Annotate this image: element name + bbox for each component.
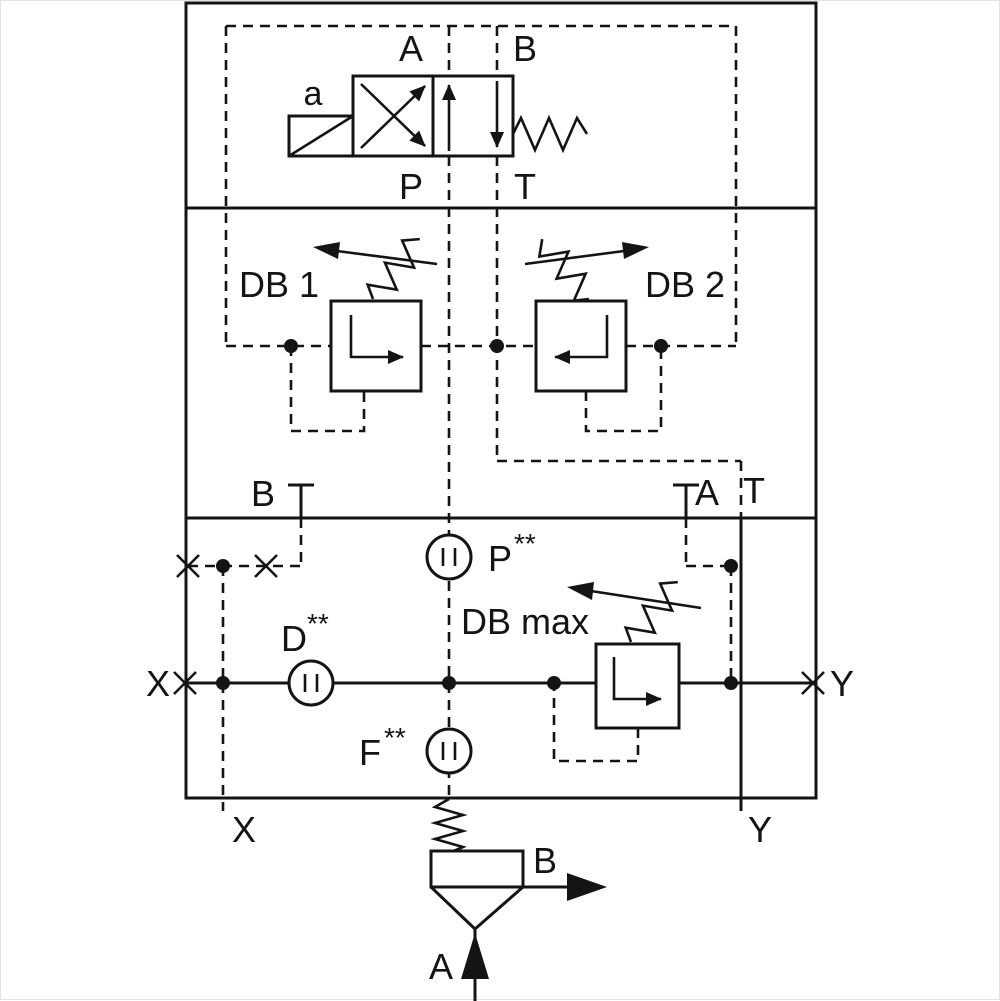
measuring-point-d (287, 659, 335, 707)
port-t-label: T (743, 470, 765, 511)
measuring-d-label: D (281, 618, 307, 659)
measuring-f-label: F (359, 732, 381, 773)
db1-spring-icon (365, 237, 420, 300)
valve-spring-icon (511, 114, 589, 154)
measuring-point-p (425, 533, 473, 581)
dbmax-flow-arrow (612, 657, 662, 706)
solenoid-icon (287, 114, 355, 158)
pilot-port-a-label: A (399, 28, 423, 69)
main-cartridge-symbol (429, 797, 607, 1001)
pilot-valve-symbol (287, 74, 589, 158)
pilot-y-side-label: Y (830, 663, 854, 704)
pilot-x-bottom-label: X (232, 809, 256, 850)
interface-port-ticks (288, 483, 699, 518)
measuring-p-label: P (488, 538, 512, 579)
plug-cross-icon (801, 671, 825, 695)
measuring-f-stars: ** (384, 722, 406, 753)
relief-valve-db2 (524, 238, 649, 393)
db2-label: DB 2 (645, 264, 725, 305)
pilot-lines (188, 156, 743, 811)
flow-arrow-b (567, 873, 607, 901)
port-b-label: B (251, 473, 275, 514)
db2-flow-arrow (554, 315, 609, 364)
labels: a A B P T DB 1 DB 2 DB max B A T P ** D … (146, 28, 854, 987)
dbmax-adjust-arrow (590, 589, 702, 610)
measuring-d-stars: ** (307, 608, 329, 639)
db2-spring-icon (537, 238, 590, 303)
flow-arrow-a (461, 933, 489, 979)
port-a-label: A (695, 472, 719, 513)
crossed-flow-arrow (360, 83, 426, 147)
cartridge-spring-icon (430, 797, 468, 855)
measuring-p-stars: ** (514, 528, 536, 559)
pilot-envelope (224, 24, 738, 346)
db1-flow-arrow (349, 315, 404, 364)
plug-cross-icon (254, 554, 278, 578)
relief-valve-db1 (313, 237, 438, 393)
pilot-port-b-label: B (513, 28, 537, 69)
relief-sandwich-block (184, 206, 818, 520)
plugged-port-icons (173, 554, 825, 695)
db2-adjust-arrow (524, 249, 625, 266)
pilot-port-t-label: T (514, 166, 536, 207)
relief-valve-dbmax (567, 580, 702, 730)
crossed-flow-arrow (360, 85, 426, 149)
junction-dots (216, 339, 738, 690)
pilot-port-p-label: P (399, 166, 423, 207)
solenoid-label: a (304, 75, 323, 113)
dbmax-label: DB max (461, 601, 589, 642)
dbmax-spring-icon (623, 580, 678, 643)
pilot-y-bottom-label: Y (748, 809, 772, 850)
cartridge-a-label: A (429, 946, 453, 987)
valve-blocks (184, 1, 818, 800)
plug-cross-icon (176, 554, 200, 578)
pilot-x-side-label: X (146, 663, 170, 704)
main-valve-block (184, 516, 818, 800)
db1-adjust-arrow (336, 249, 438, 266)
measuring-point-f (425, 727, 473, 775)
db1-label: DB 1 (239, 264, 319, 305)
plug-cross-icon (173, 671, 197, 695)
cartridge-b-label: B (533, 840, 557, 881)
